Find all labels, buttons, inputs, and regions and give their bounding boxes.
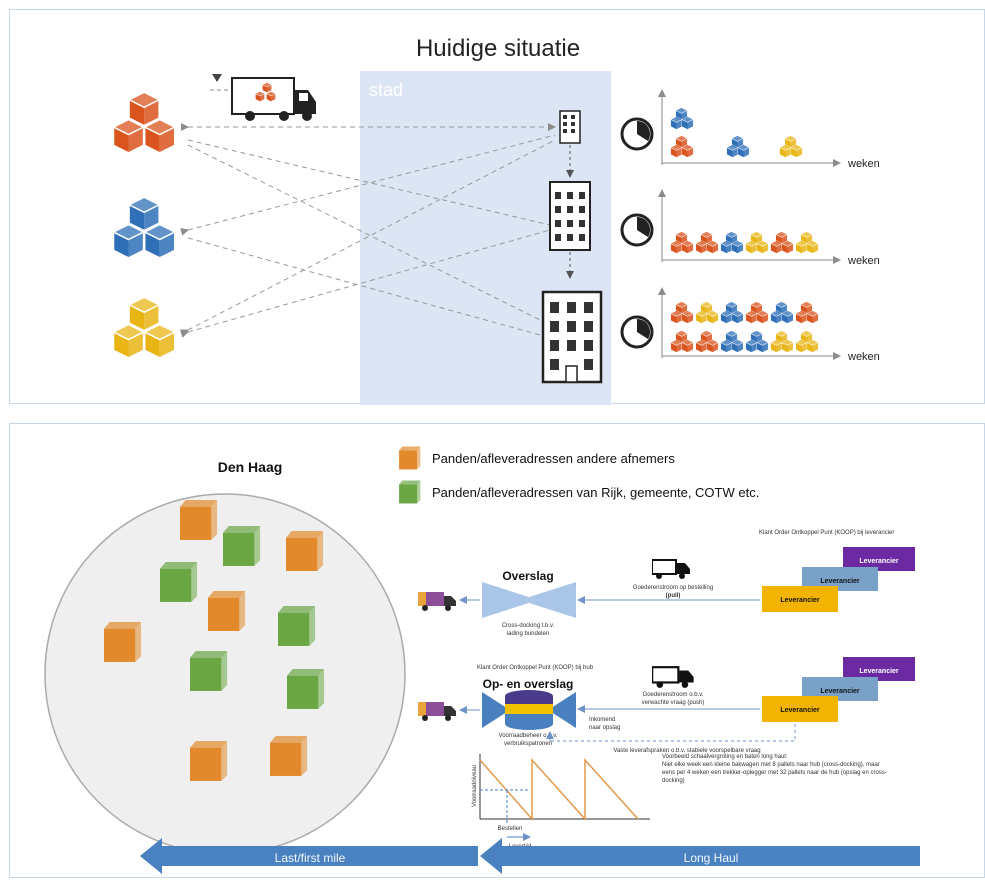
long-haul-arrow xyxy=(480,838,920,874)
den-haag-logistics-diagram: Den Haag Panden/afleveradressen andere a… xyxy=(44,446,920,874)
truck-icon xyxy=(210,74,316,121)
supplier-stack-2: Leverancier Leverancier Leverancier xyxy=(762,657,915,722)
supplier-label: Leverancier xyxy=(820,688,860,695)
last-mile-label: Last/first mile xyxy=(275,851,346,865)
last-mile-arrow xyxy=(140,838,478,874)
inventory-graph xyxy=(479,754,650,841)
voorbeeld-line: Niet elke week een kleine bakwagen met 8… xyxy=(662,762,880,768)
truck-icon xyxy=(652,666,695,689)
supplier-label: Leverancier xyxy=(780,597,820,604)
op-overslag-sub: verbruikspatronen xyxy=(504,741,552,747)
push-flow-label: Goederenstroom o.b.v. xyxy=(643,692,704,698)
koop-supplier-label: Klant Order Ontkoppel Punt (KOOP) bij le… xyxy=(759,530,894,536)
inkomend-label: Inkomend xyxy=(589,717,615,723)
axis-label-weken: weken xyxy=(847,351,880,363)
delivery-chart-2 xyxy=(670,231,819,254)
truck-icon xyxy=(418,702,456,721)
yellow-supplier-boxes-icon xyxy=(114,298,175,358)
op-overslag-hub xyxy=(482,690,576,730)
legend-swatch-orange xyxy=(399,446,421,470)
overslag-sub: Cross-docking t.b.v. xyxy=(502,623,555,629)
delivery-chart-3 xyxy=(670,301,819,353)
city-title: Den Haag xyxy=(218,459,283,475)
voorbeeld-line: docking) xyxy=(662,778,685,784)
legend-label-other: Panden/afleveradressen andere afnemers xyxy=(432,451,675,466)
legend: Panden/afleveradressen andere afnemers P… xyxy=(399,446,759,504)
supplier-label: Leverancier xyxy=(780,707,820,714)
delivery-chart-1 xyxy=(670,107,803,158)
supplier-label: Leverancier xyxy=(859,558,899,565)
current-situation-diagram: Huidige situatie stad xyxy=(10,35,880,405)
diagram-title: Huidige situatie xyxy=(416,35,580,62)
vaste-afspraken-label: Vaste leverafspraken o.b.v. stabiele voo… xyxy=(613,748,760,754)
op-overslag-sub: Voorraadbeheer o.b.v. xyxy=(499,733,558,739)
axis-label-weken: weken xyxy=(847,255,880,267)
graph-bestellen: Bestellen xyxy=(498,826,523,832)
clock-icon xyxy=(620,315,654,349)
clock-icon xyxy=(620,117,654,151)
long-haul-label: Long Haul xyxy=(684,851,739,865)
medium-building-icon xyxy=(549,181,591,251)
supplier-label: Leverancier xyxy=(820,578,860,585)
supplier-stack-1: Leverancier Leverancier Leverancier xyxy=(762,547,915,612)
small-building-icon xyxy=(559,110,581,144)
clock-icon xyxy=(620,213,654,247)
city-label: stad xyxy=(369,80,403,100)
truck-icon xyxy=(652,559,691,580)
bottom-panel: Den Haag Panden/afleveradressen andere a… xyxy=(9,423,985,878)
orange-supplier-boxes-icon xyxy=(114,93,175,153)
legend-label-government: Panden/afleveradressen van Rijk, gemeent… xyxy=(432,485,759,500)
overslag-hub xyxy=(482,582,576,618)
pull-flow-tag: (pull) xyxy=(666,593,681,599)
legend-swatch-green xyxy=(399,480,421,504)
voorbeeld-line: Voorbeeld schaalvergroting en baten long… xyxy=(662,754,788,760)
axis-label-weken: weken xyxy=(847,158,880,170)
pull-flow-label: Goederenstroom op bestelling xyxy=(633,585,713,591)
voorbeeld-line: eens per 4 weken een trekker-oplegger me… xyxy=(662,770,887,776)
overslag-title: Overslag xyxy=(502,569,553,583)
op-overslag-title: Op- en overslag xyxy=(483,677,574,691)
supplier-label: Leverancier xyxy=(859,668,899,675)
push-flow-tag: verwachte vraag (push) xyxy=(642,700,705,706)
overslag-sub: lading bundelen xyxy=(507,631,549,637)
koop-hub-label: Klant Order Ontkoppel Punt (KOOP) bij hu… xyxy=(477,665,594,671)
large-building-icon xyxy=(541,290,603,384)
graph-ylabel: Voorraadniveau xyxy=(472,765,478,807)
top-panel: Huidige situatie stad xyxy=(9,9,985,405)
truck-icon xyxy=(418,592,456,611)
inkomend-label: naar opslag xyxy=(589,725,620,731)
blue-supplier-boxes-icon xyxy=(114,198,175,258)
